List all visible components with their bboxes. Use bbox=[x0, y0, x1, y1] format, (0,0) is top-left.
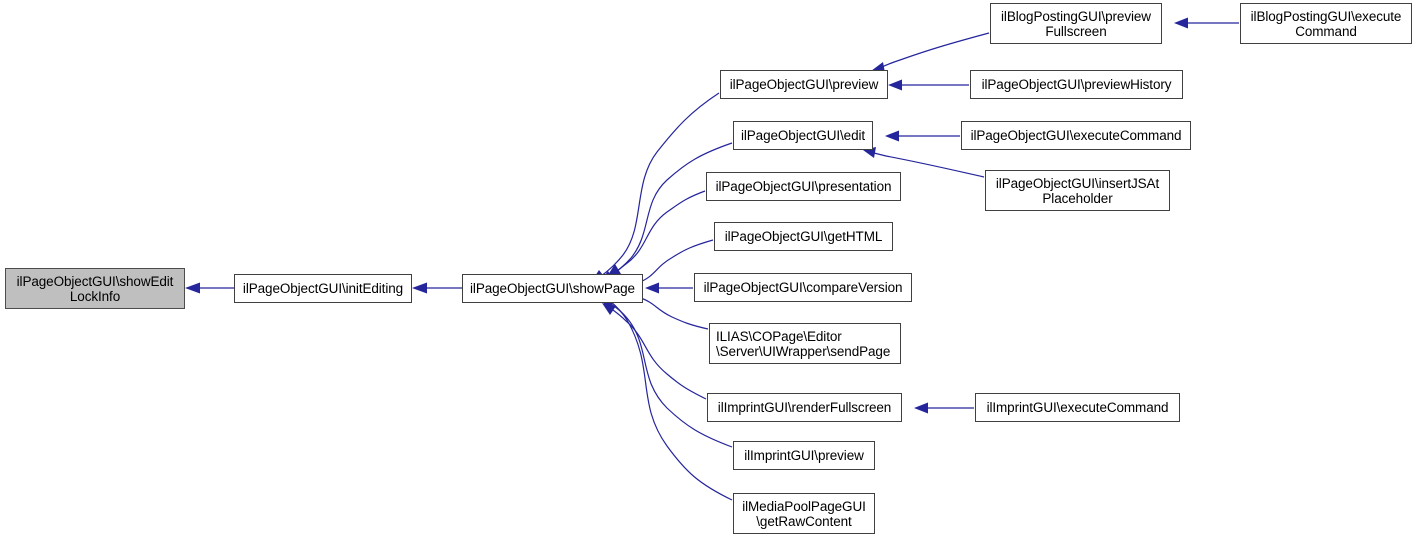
graph-node-imprintPreview[interactable]: ilImprintGUI\preview bbox=[733, 441, 875, 470]
edge-blogExecuteCommand-to-blogPreviewFullscreen bbox=[1174, 17, 1239, 29]
arrowhead-icon bbox=[885, 130, 899, 142]
graph-node-label: ilBlogPostingGUI\execute Command bbox=[1250, 8, 1402, 39]
edge-renderFullscreen-to-showPage bbox=[602, 303, 707, 400]
graph-node-label: ilImprintGUI\executeCommand bbox=[986, 400, 1169, 415]
edge-pageExecuteCommand-to-edit bbox=[885, 130, 960, 142]
arrowhead-icon bbox=[914, 402, 928, 414]
edge-presentation-to-showPage bbox=[606, 190, 706, 278]
graph-node-getRawContent[interactable]: ilMediaPoolPageGUI \getRawContent bbox=[733, 493, 875, 534]
graph-node-label: ilImprintGUI\preview bbox=[744, 448, 864, 463]
graph-node-showEditLockInfo[interactable]: ilPageObjectGUI\showEdit LockInfo bbox=[5, 268, 185, 309]
graph-node-showPage[interactable]: ilPageObjectGUI\showPage bbox=[462, 274, 643, 303]
graph-node-label: ilBlogPostingGUI\preview Fullscreen bbox=[1001, 8, 1151, 39]
graph-node-getHTML[interactable]: ilPageObjectGUI\getHTML bbox=[714, 222, 893, 251]
edge-compareVersion-to-showPage bbox=[645, 282, 693, 294]
graph-node-label: ilPageObjectGUI\getHTML bbox=[724, 229, 883, 244]
edge-initEditing-to-showEditLockInfo bbox=[185, 282, 234, 294]
graph-node-insertJSAtPlaceholder[interactable]: ilPageObjectGUI\insertJSAt Placeholder bbox=[985, 170, 1170, 211]
graph-node-label: ilMediaPoolPageGUI \getRawContent bbox=[742, 498, 866, 529]
graph-node-label: ILIAS\COPage\Editor \Server\UIWrapper\se… bbox=[716, 328, 891, 359]
graph-node-label: ilPageObjectGUI\edit bbox=[740, 128, 866, 143]
graph-node-label: ilPageObjectGUI\presentation bbox=[715, 179, 892, 194]
graph-node-renderFullscreen[interactable]: ilImprintGUI\renderFullscreen bbox=[707, 393, 902, 422]
graph-node-pageExecuteCommand[interactable]: ilPageObjectGUI\executeCommand bbox=[961, 121, 1191, 150]
arrowhead-icon bbox=[185, 282, 200, 294]
graph-node-edit[interactable]: ilPageObjectGUI\edit bbox=[733, 121, 873, 150]
edge-blogPreviewFullscreen-to-preview bbox=[871, 32, 990, 73]
graph-node-label: ilPageObjectGUI\initEditing bbox=[242, 281, 404, 296]
graph-node-label: ilPageObjectGUI\showPage bbox=[470, 281, 635, 296]
graph-node-compareVersion[interactable]: ilPageObjectGUI\compareVersion bbox=[694, 273, 912, 302]
graph-node-previewHistory[interactable]: ilPageObjectGUI\previewHistory bbox=[970, 70, 1183, 99]
graph-node-initEditing[interactable]: ilPageObjectGUI\initEditing bbox=[234, 274, 412, 303]
graph-node-label: ilImprintGUI\renderFullscreen bbox=[717, 400, 892, 415]
graph-node-sendPage[interactable]: ILIAS\COPage\Editor \Server\UIWrapper\se… bbox=[709, 323, 901, 364]
edge-imprintExecuteCommand-to-renderFullscreen bbox=[914, 402, 974, 414]
graph-node-blogExecuteCommand[interactable]: ilBlogPostingGUI\execute Command bbox=[1240, 3, 1412, 44]
edge-previewHistory-to-preview bbox=[888, 79, 969, 91]
graph-node-blogPreviewFullscreen[interactable]: ilBlogPostingGUI\preview Fullscreen bbox=[990, 3, 1162, 44]
arrowhead-icon bbox=[645, 282, 659, 294]
arrowhead-icon bbox=[1174, 17, 1188, 29]
graph-node-label: ilPageObjectGUI\insertJSAt Placeholder bbox=[995, 175, 1160, 206]
graph-node-label: ilPageObjectGUI\compareVersion bbox=[703, 280, 903, 295]
graph-node-preview[interactable]: ilPageObjectGUI\preview bbox=[720, 70, 888, 99]
graph-node-label: ilPageObjectGUI\preview bbox=[729, 77, 879, 92]
graph-node-label: ilPageObjectGUI\showEdit LockInfo bbox=[16, 273, 174, 304]
edge-preview-to-showPage bbox=[590, 92, 720, 284]
graph-node-label: ilPageObjectGUI\executeCommand bbox=[970, 128, 1182, 143]
arrowhead-icon bbox=[412, 282, 427, 294]
arrowhead-icon bbox=[888, 79, 902, 91]
graph-node-label: ilPageObjectGUI\previewHistory bbox=[981, 77, 1172, 92]
graph-node-imprintExecuteCommand[interactable]: ilImprintGUI\executeCommand bbox=[975, 393, 1180, 422]
graph-node-presentation[interactable]: ilPageObjectGUI\presentation bbox=[706, 172, 901, 201]
edge-showPage-to-initEditing bbox=[412, 282, 462, 294]
